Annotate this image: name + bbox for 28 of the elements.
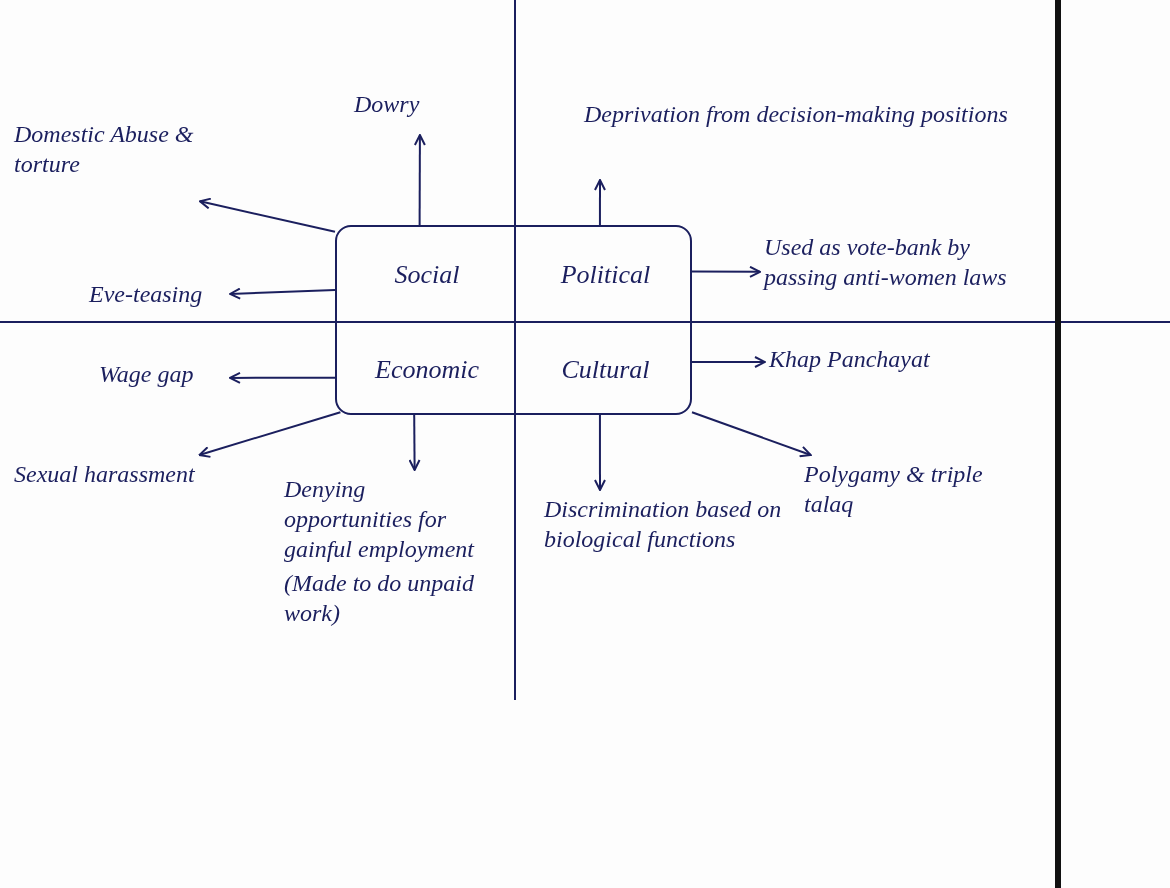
arrow	[691, 411, 812, 458]
arrow	[691, 356, 766, 368]
note-text: Eve-teasing	[89, 280, 203, 309]
arrow	[594, 414, 606, 491]
category-label: Economic	[375, 354, 479, 387]
category-box	[335, 225, 692, 415]
arrow	[229, 371, 336, 384]
note-text: Wage gap	[99, 360, 194, 389]
note-text: Sexual harassment	[14, 460, 195, 489]
arrow	[408, 414, 421, 471]
arrow	[413, 134, 426, 226]
note-text: Denying opportunities for gainful employment	[284, 475, 476, 564]
note-text: Khap Panchayat	[769, 345, 930, 374]
arrow	[198, 411, 342, 458]
category-label: Cultural	[561, 354, 650, 387]
note-text: Discrimination based on biological functions	[544, 495, 783, 554]
arrow	[229, 287, 336, 300]
arrow	[691, 265, 761, 278]
note-text: (Made to do unpaid work)	[284, 569, 475, 628]
category-label: Political	[560, 259, 651, 292]
note-text: Deprivation from decision-making positions	[584, 100, 1008, 129]
note-text: Polygamy & triple talaq	[804, 460, 984, 519]
arrow	[594, 179, 606, 226]
note-text: Dowry	[354, 90, 420, 119]
note-text: Domestic Abuse & torture	[14, 120, 195, 179]
category-label: Social	[394, 259, 460, 292]
note-text: Used as vote-bank by passing anti-women laws	[764, 233, 1008, 292]
arrow	[199, 197, 336, 233]
